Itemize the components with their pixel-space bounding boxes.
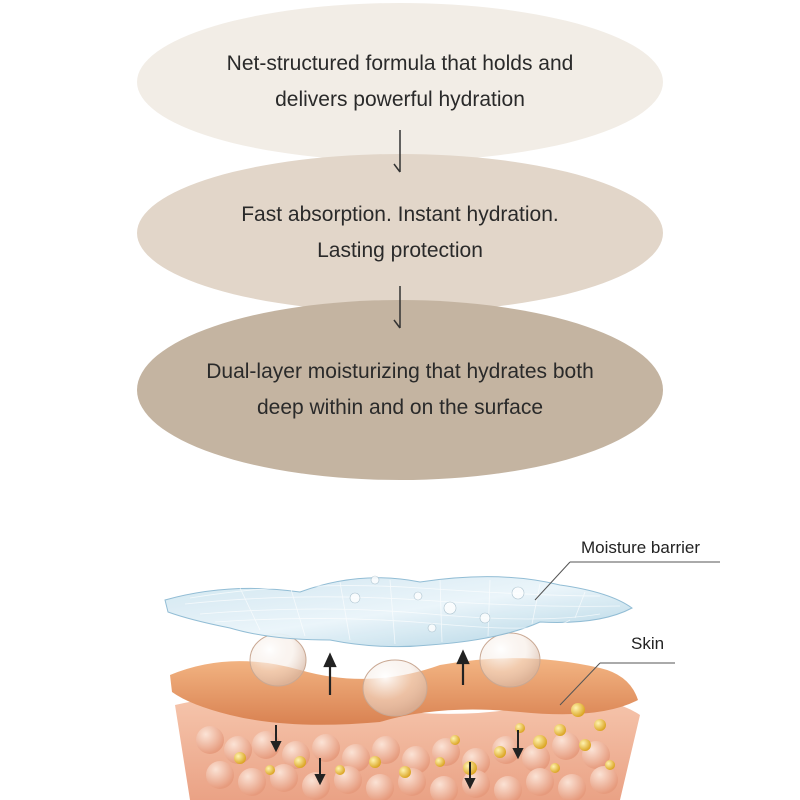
step-2-line-2: Lasting protection [317,239,483,262]
step-ellipse-2: Fast absorption. Instant hydration. Last… [137,154,663,312]
step-1-line-1: Net-structured formula that holds and [226,52,574,75]
step-text-1: Net-structured formula that holds and de… [227,46,574,118]
step-text-3: Dual-layer moisturizing that hydrates bo… [206,354,594,426]
moisture-barrier-layer [164,575,633,648]
skin-layers-illustration [164,561,720,800]
step-1-line-2: delivers powerful hydration [275,88,525,111]
step-3-line-1: Dual-layer moisturizing that hydrates bo… [206,360,594,383]
step-3-line-2: deep within and on the surface [256,396,544,419]
up-arrow-icon [323,649,470,695]
moisture-bubbles [249,632,541,717]
down-arrow-icon [393,286,401,329]
step-text-2: Fast absorption. Instant hydration. Last… [241,197,559,269]
down-arrow-icon [393,130,401,173]
step-ellipse-3: Dual-layer moisturizing that hydrates bo… [137,300,663,480]
moisture-barrier-label: Moisture barrier [581,538,701,557]
moisture-barrier-leader-line [534,561,571,601]
nutrient-particles [234,703,615,778]
down-arrow-icon [270,725,524,790]
skin-leader-line [559,662,601,706]
skin-label: Skin [631,634,665,653]
step-2-line-1: Fast absorption. Instant hydration. [241,203,559,226]
